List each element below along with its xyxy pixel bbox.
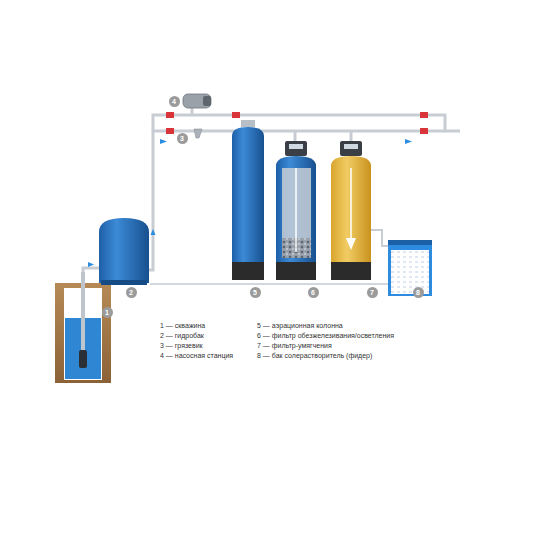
callout-number: 1 [105, 309, 109, 316]
flow-arrow [88, 262, 94, 267]
legend-line: 2 — гидробак [160, 332, 204, 340]
valve [166, 128, 174, 134]
filter-media [282, 168, 311, 258]
control-valve [285, 141, 307, 156]
drain-pipe [150, 283, 388, 285]
riser-tube [295, 168, 297, 252]
callout-circle: 4 [169, 96, 180, 107]
flow-arrow [160, 139, 167, 144]
pipe [83, 268, 99, 272]
callout-circle: 6 [308, 287, 319, 298]
well-pump [79, 350, 87, 368]
callout-circle: 5 [250, 287, 261, 298]
callout-number: 6 [311, 289, 315, 296]
valve [166, 112, 174, 118]
tank-base [101, 280, 147, 285]
control-valve [340, 141, 362, 156]
salt [391, 250, 429, 294]
callout-circle: 2 [126, 287, 137, 298]
control-display [344, 144, 358, 149]
brine-line [371, 230, 390, 246]
flow-arrow [405, 139, 412, 144]
callout-number: 7 [370, 289, 374, 296]
callout-circle: 7 [367, 287, 378, 298]
tank-lid [388, 240, 432, 245]
bypass-pipe [153, 115, 460, 131]
callout-number: 5 [253, 289, 257, 296]
valve [232, 112, 240, 118]
callout-number: 8 [416, 289, 420, 296]
callout-number: 4 [172, 98, 176, 105]
callout-circle: 8 [413, 287, 424, 298]
legend-line: 1 — скважина [160, 322, 205, 330]
aeration-column [232, 127, 264, 264]
hydro-tank [99, 218, 149, 283]
softening-filter [331, 156, 371, 264]
pump-station [183, 94, 211, 108]
valve [420, 112, 428, 118]
column-base [232, 262, 264, 280]
legend-line: 6 — фильтр обезжелезивания/осветления [257, 332, 394, 340]
callout-circle: 1 [102, 307, 113, 318]
mud-trap [194, 129, 202, 138]
callout-circle: 3 [177, 133, 188, 144]
pump-motor [203, 96, 211, 106]
legend-line: 7 — фильтр-умягчения [257, 342, 332, 350]
control-display [289, 144, 303, 149]
aerator-head [241, 120, 255, 127]
callout-number: 2 [129, 289, 133, 296]
flow-arrow [151, 229, 156, 235]
legend-line: 4 — насосная станция [160, 352, 233, 360]
deironing-filter [276, 156, 316, 264]
brine-tank [388, 240, 432, 296]
valve [420, 128, 428, 134]
pump-pipe [191, 108, 194, 115]
filter-base [276, 262, 316, 280]
filter-base [331, 262, 371, 280]
legend-line: 3 — грязевик [160, 342, 203, 350]
callout-number: 3 [180, 135, 184, 142]
legend-line: 8 — бак солерастворитель (фидер) [257, 352, 372, 360]
riser-tube [350, 168, 352, 244]
distributor [346, 238, 356, 250]
legend-line: 5 — аэрационная колонна [257, 322, 343, 330]
